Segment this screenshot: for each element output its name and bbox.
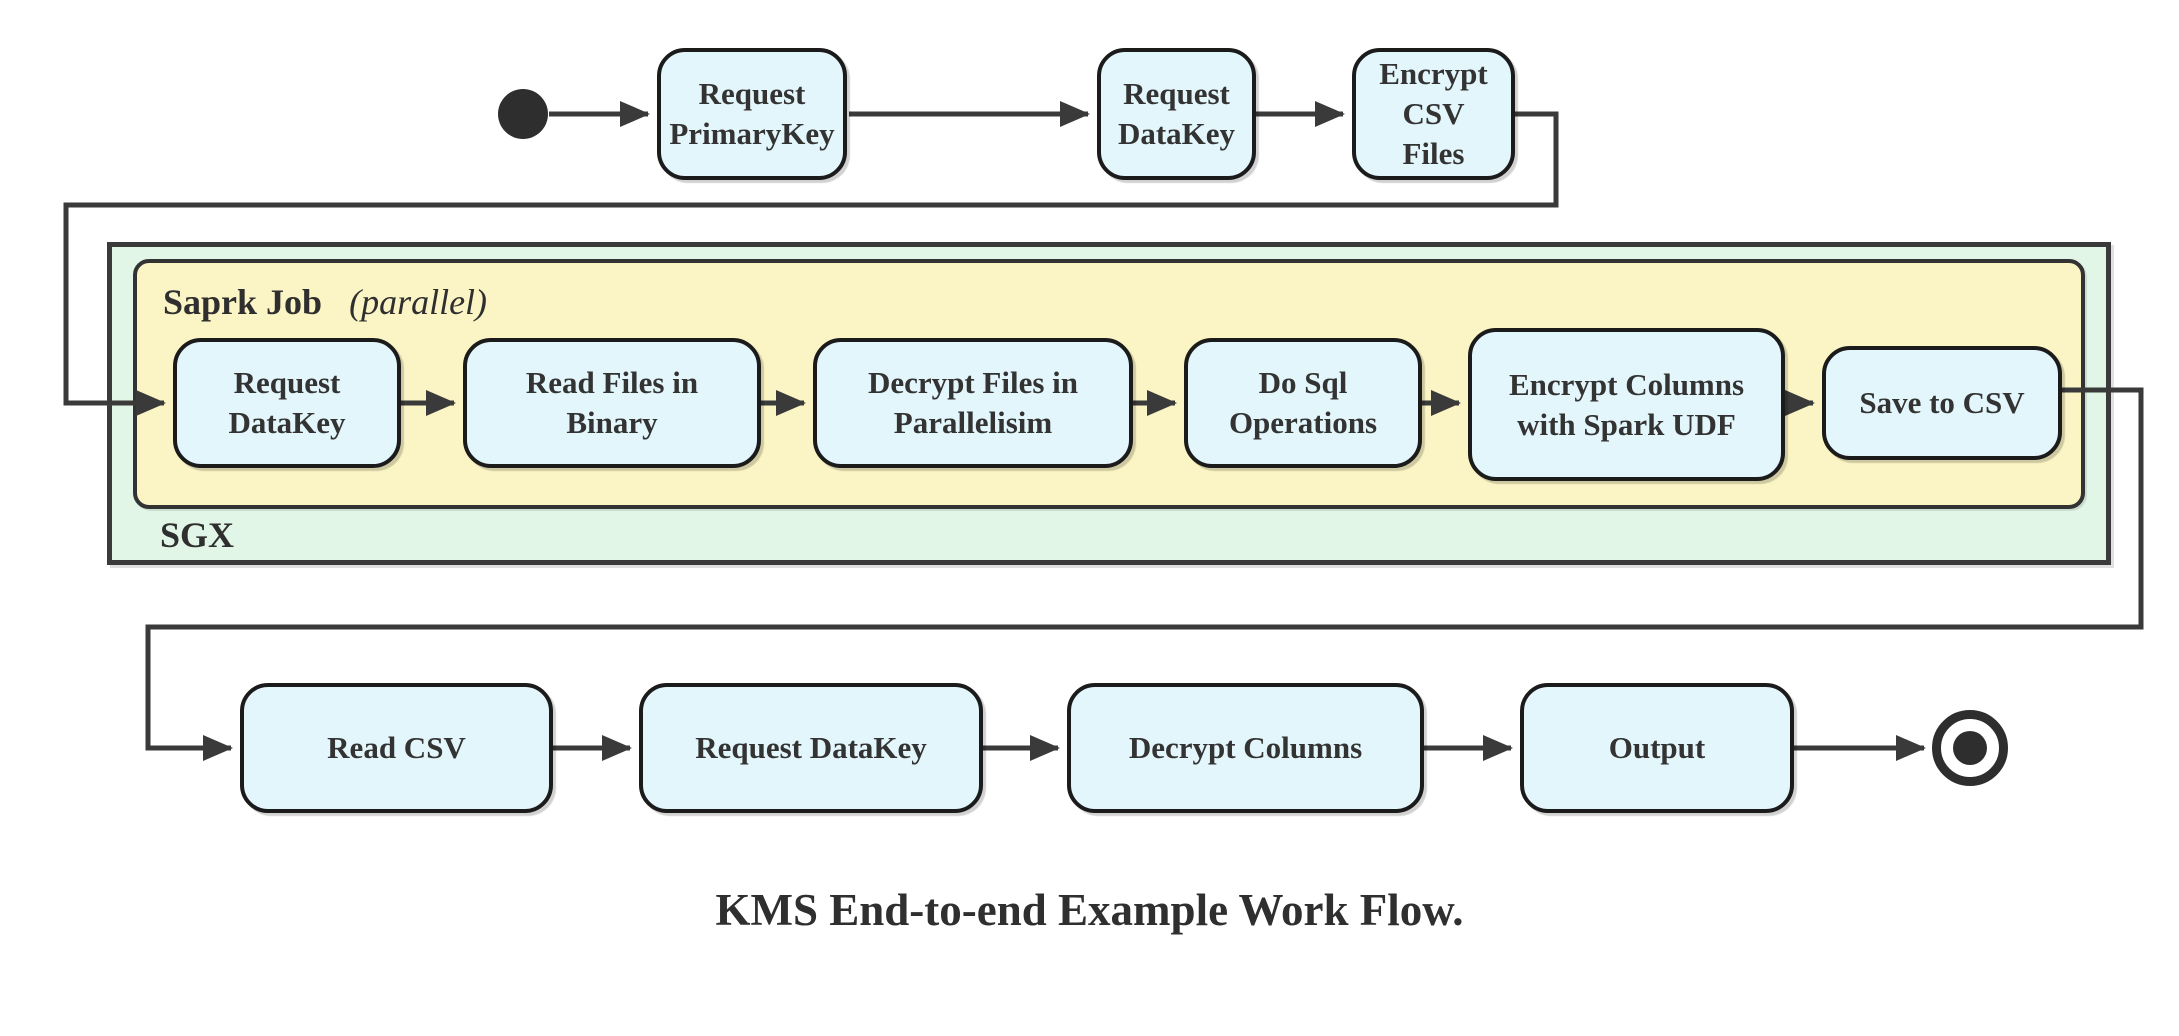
node-read-csv: Read CSV (240, 683, 553, 813)
node-decrypt-columns: Decrypt Columns (1067, 683, 1424, 813)
spark-job-label-parallel: (parallel) (349, 282, 488, 322)
node-sgx-request-datakey: Request DataKey (173, 338, 401, 468)
node-save-to-csv: Save to CSV (1822, 346, 2062, 460)
node-request-primarykey: Request PrimaryKey (657, 48, 847, 180)
node-decrypt-files-in-parallelisim: Decrypt Files in Parallelisim (813, 338, 1133, 468)
node-read-files-in-binary: Read Files in Binary (463, 338, 761, 468)
node-encrypt-columns-with-spark-udf: Encrypt Columns with Spark UDF (1468, 328, 1785, 481)
end-node-icon (1932, 710, 2008, 786)
spark-job-label-bold: Saprk Job (163, 282, 323, 322)
node-request-datakey-top: Request DataKey (1097, 48, 1256, 180)
node-encrypt-csv-files: Encrypt CSV Files (1352, 48, 1515, 180)
spark-job-label: Saprk Job (parallel) (163, 281, 487, 323)
start-node-icon (498, 89, 548, 139)
end-node-inner-dot (1953, 731, 1987, 765)
node-do-sql-operations: Do Sql Operations (1184, 338, 1422, 468)
node-request-datakey-bottom: Request DataKey (639, 683, 983, 813)
sgx-label: SGX (160, 515, 235, 555)
diagram-caption: KMS End-to-end Example Work Flow. (715, 885, 1464, 935)
node-output: Output (1520, 683, 1794, 813)
